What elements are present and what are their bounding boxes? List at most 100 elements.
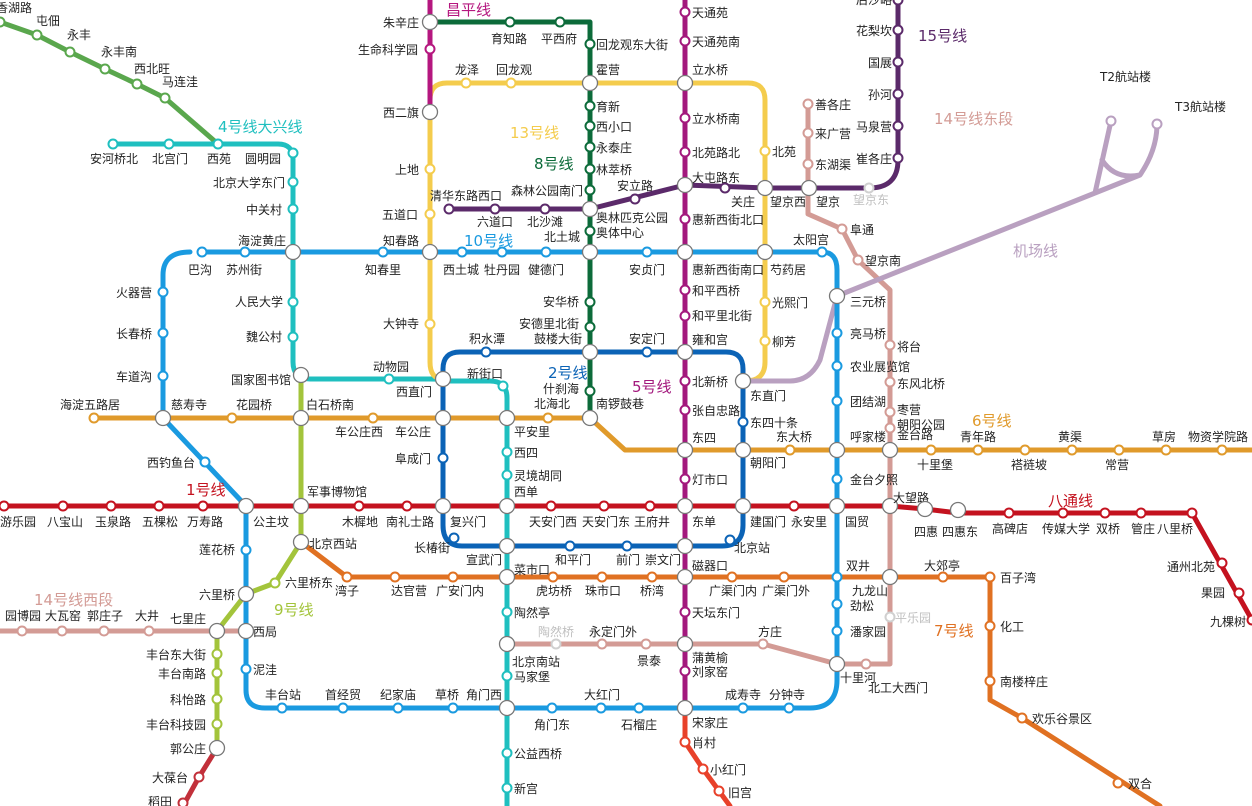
station-marker[interactable] (287, 296, 299, 308)
station-marker[interactable] (226, 412, 238, 424)
station[interactable]: 望京南 (852, 253, 902, 268)
station[interactable]: 军事博物馆 (292, 484, 368, 515)
station[interactable]: 火器营 (116, 286, 169, 300)
station[interactable]: 北苑路北 (679, 145, 741, 160)
station[interactable]: 泥洼 (240, 663, 278, 677)
station-marker[interactable] (212, 138, 224, 150)
station-marker[interactable] (724, 534, 736, 546)
station[interactable]: 角门东 (534, 702, 570, 733)
transfer-station-marker[interactable] (237, 585, 255, 603)
station[interactable]: 七里庄 (170, 611, 226, 640)
station[interactable]: 大郊亭 (924, 558, 960, 583)
station-marker[interactable] (105, 500, 117, 512)
station-marker[interactable] (679, 284, 691, 296)
station-marker[interactable] (679, 146, 691, 158)
station-marker[interactable] (679, 6, 691, 18)
station[interactable]: 张自忠路 (679, 403, 741, 418)
station-marker[interactable] (596, 571, 608, 583)
station-marker[interactable] (584, 296, 596, 308)
station-marker[interactable] (443, 203, 455, 215)
station-marker[interactable] (157, 286, 169, 298)
station[interactable]: 西局 (237, 622, 278, 640)
station[interactable]: 广安门内 (436, 571, 484, 599)
station-marker[interactable] (367, 412, 379, 424)
station[interactable]: 菜市口 (498, 562, 551, 586)
station-marker[interactable] (737, 416, 749, 428)
transfer-station-marker[interactable] (734, 372, 752, 390)
station-marker[interactable] (353, 500, 365, 512)
station-marker[interactable] (240, 544, 252, 556)
station[interactable]: 天通苑 (679, 6, 729, 20)
station-marker[interactable] (892, 56, 904, 68)
transfer-station-marker[interactable] (676, 497, 694, 515)
station-marker[interactable] (64, 46, 76, 58)
station[interactable]: 珠市口 (585, 571, 621, 599)
station[interactable]: 永定门外 (589, 624, 637, 650)
station[interactable]: 光熙门 (759, 295, 809, 310)
station[interactable]: 芍药居 (756, 243, 807, 278)
transfer-station-marker[interactable] (498, 635, 516, 653)
transfer-station-marker[interactable] (756, 179, 774, 197)
station[interactable]: 奥林匹克公园 (581, 200, 669, 226)
station[interactable]: 立水桥 (676, 62, 729, 92)
station-marker[interactable] (757, 638, 769, 650)
transfer-station-marker[interactable] (421, 103, 439, 121)
station[interactable]: 西钓鱼台 (147, 455, 211, 470)
station-marker[interactable] (1105, 115, 1117, 127)
station[interactable]: 安河桥北 (90, 138, 138, 167)
station-marker[interactable] (641, 346, 653, 358)
station-marker[interactable] (550, 638, 562, 650)
station[interactable]: 花梨坎 (856, 23, 904, 38)
station[interactable]: 海淀黄庄 (238, 233, 302, 261)
station-marker[interactable] (163, 138, 175, 150)
station-marker[interactable] (501, 747, 513, 759)
station[interactable]: 大井 (135, 609, 159, 637)
station[interactable]: 游乐园 (0, 500, 36, 530)
station[interactable]: 西土城 (443, 246, 479, 278)
transfer-station-marker[interactable] (676, 441, 694, 459)
station-marker[interactable] (554, 16, 566, 28)
station[interactable]: 积水潭 (469, 332, 505, 358)
station[interactable]: 西直门 (396, 370, 452, 400)
station-marker[interactable] (377, 246, 389, 258)
station-marker[interactable] (595, 702, 607, 714)
station[interactable]: 什刹海 (543, 381, 596, 397)
station[interactable]: 建国门 (734, 497, 787, 530)
station[interactable]: 圆明园 (245, 147, 299, 167)
station-marker[interactable] (726, 571, 738, 583)
station[interactable]: 车公庄 (395, 409, 452, 440)
station-marker[interactable] (211, 648, 223, 660)
station[interactable]: 纪家庙 (380, 687, 416, 714)
station-marker[interactable] (392, 702, 404, 714)
station[interactable]: 常营 (1105, 444, 1129, 473)
station[interactable]: 灯市口 (679, 472, 729, 487)
station-marker[interactable] (802, 98, 814, 110)
station[interactable]: 公益西桥 (501, 747, 563, 761)
station-marker[interactable] (783, 702, 795, 714)
station[interactable]: 永泰庄 (584, 140, 633, 155)
station[interactable]: T3航站楼 (1151, 99, 1226, 130)
station-marker[interactable] (501, 446, 513, 458)
station[interactable]: 花园桥 (226, 397, 273, 424)
station-marker[interactable] (542, 412, 554, 424)
station-marker[interactable] (925, 444, 937, 456)
transfer-station-marker[interactable] (237, 622, 255, 640)
station[interactable]: 玉泉路 (95, 500, 131, 530)
station[interactable]: 北京西站 (292, 533, 358, 552)
station-marker[interactable] (719, 182, 731, 194)
station-marker[interactable] (1003, 507, 1015, 519)
station-marker[interactable] (584, 141, 596, 153)
station[interactable]: 永安里 (788, 500, 828, 530)
station-marker[interactable] (1019, 444, 1031, 456)
station[interactable]: 宣武门 (466, 537, 516, 568)
station[interactable]: 霍营 (581, 63, 621, 92)
station-marker[interactable] (424, 318, 436, 330)
station[interactable]: 育知路 (491, 16, 527, 47)
station[interactable]: 郭庄子 (87, 608, 123, 637)
station[interactable]: 东四 (676, 431, 717, 459)
station[interactable]: 中关村 (246, 202, 299, 217)
station[interactable]: 北海北 (534, 396, 570, 424)
station-marker[interactable] (539, 203, 551, 215)
station-marker[interactable] (501, 606, 513, 618)
station[interactable]: 雍和宫 (676, 332, 729, 361)
